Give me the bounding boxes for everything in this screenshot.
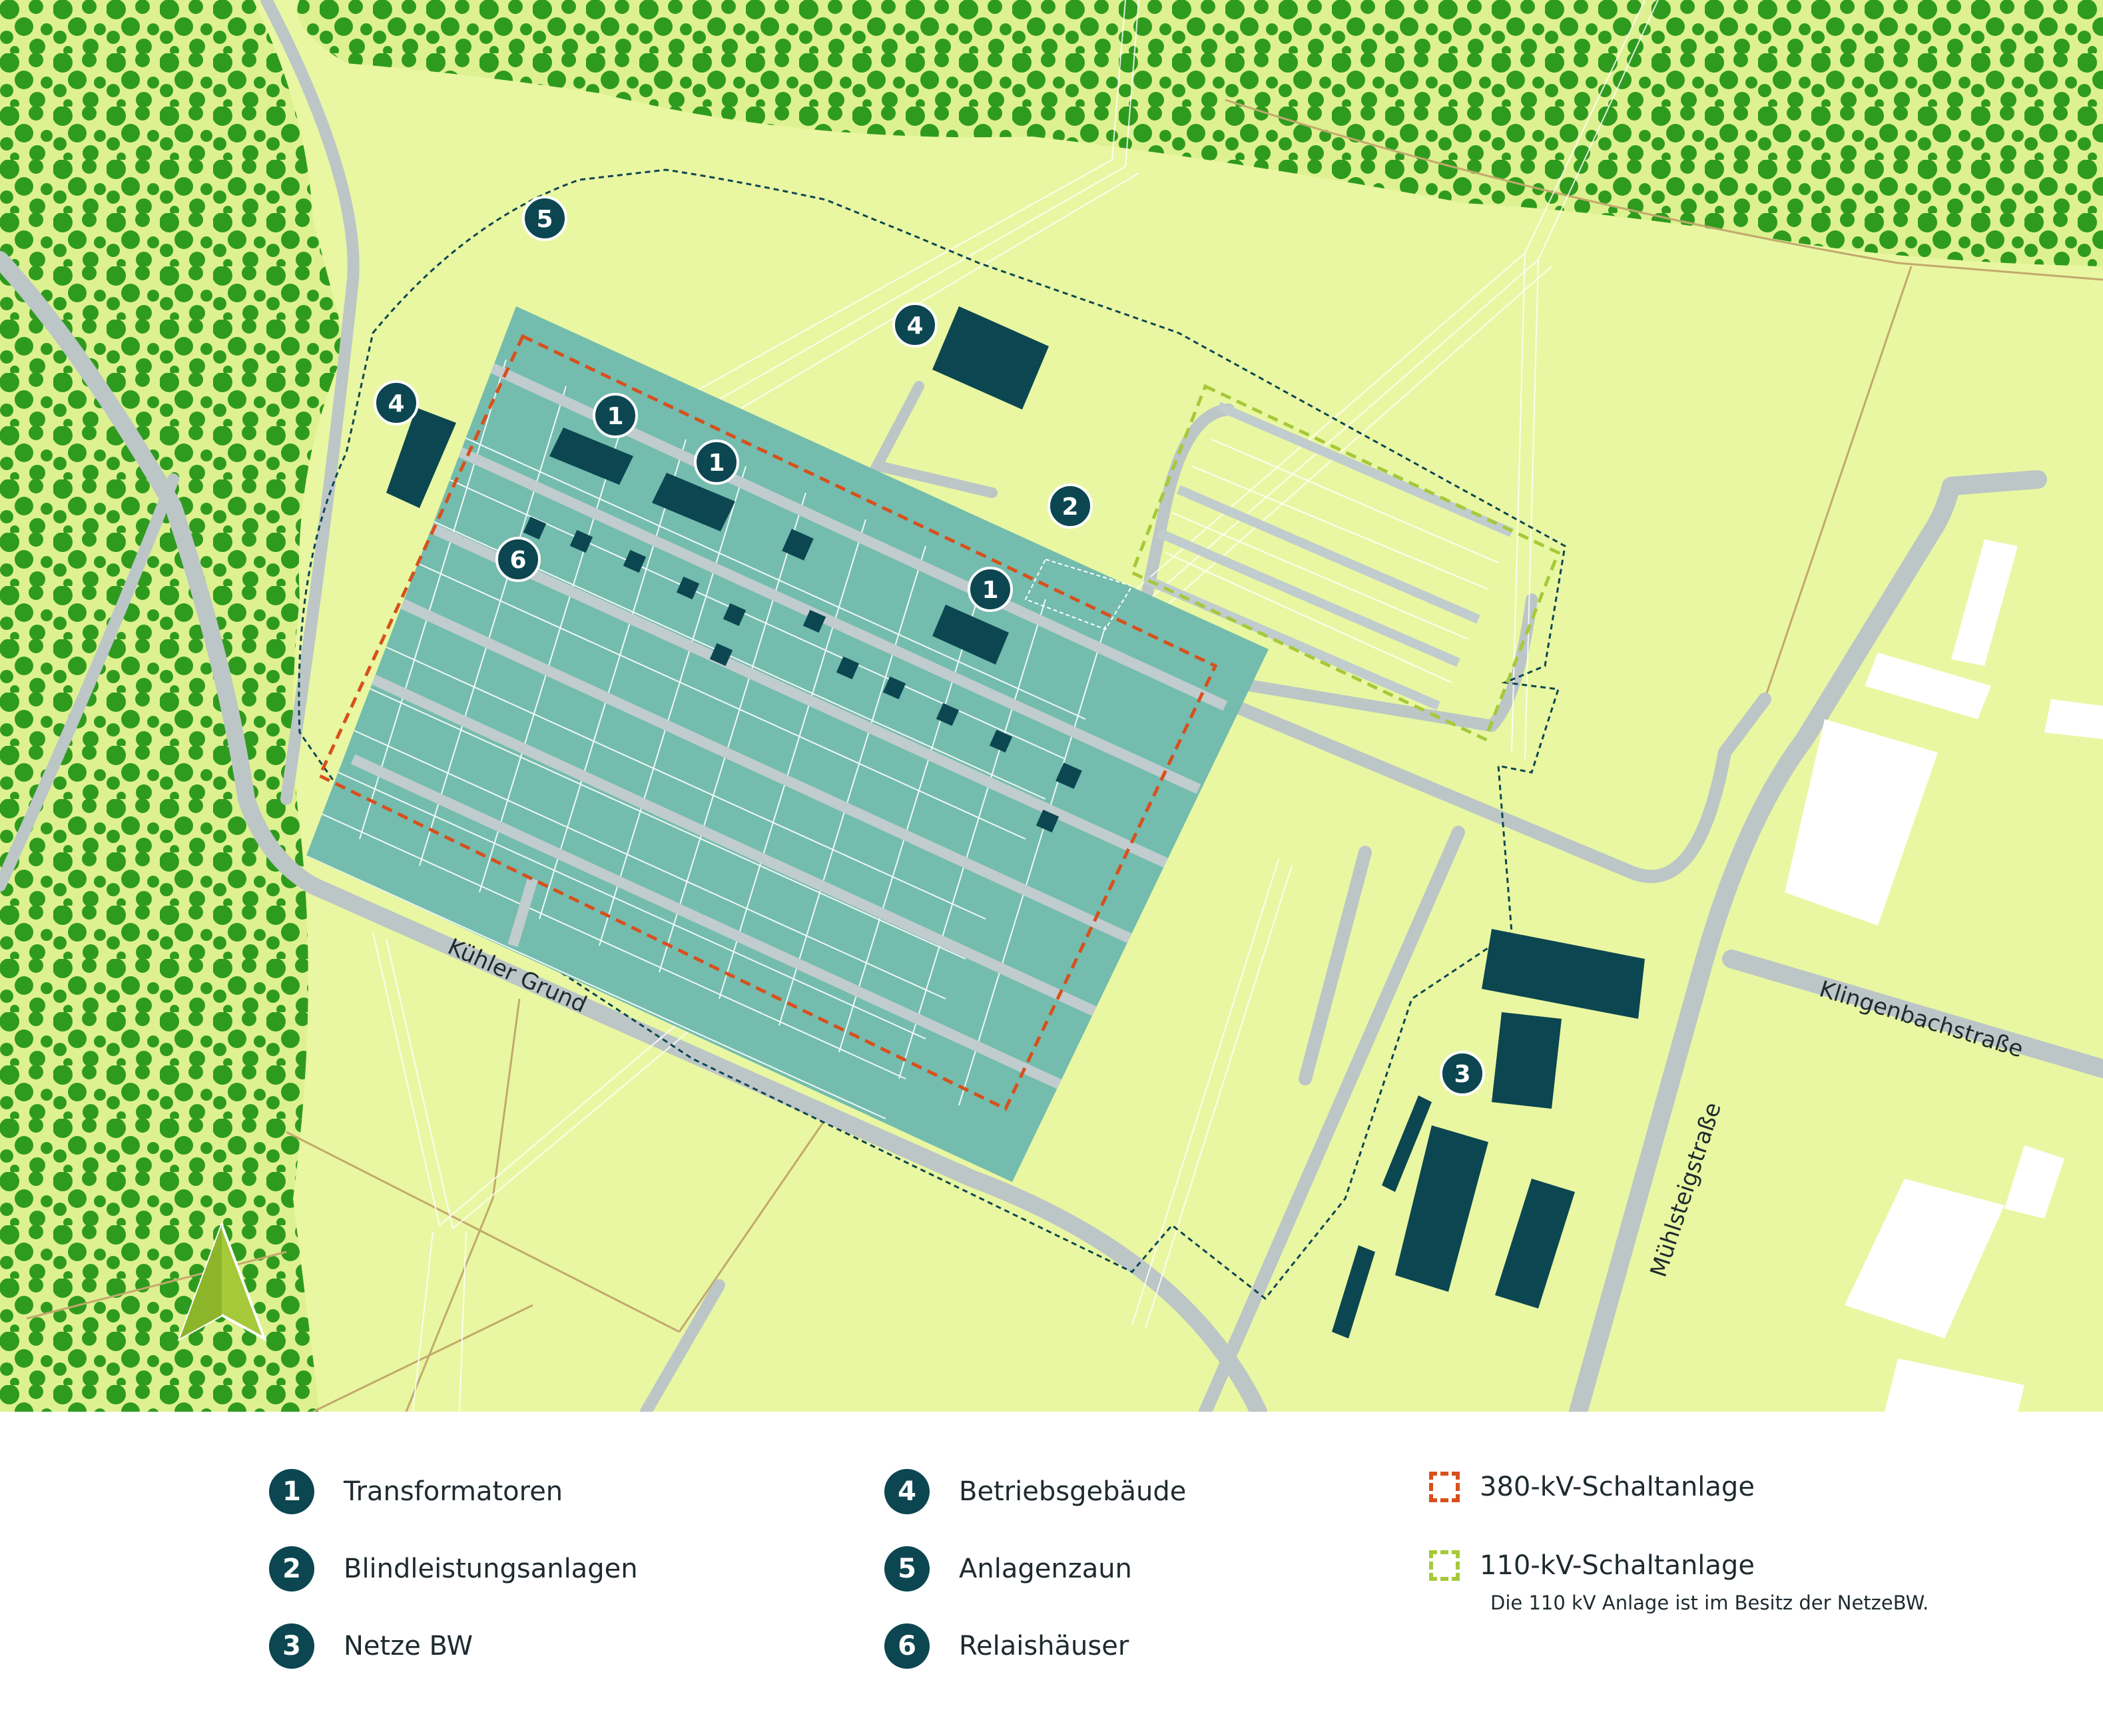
road-mid-west [640,1279,725,1412]
netze-bw-building-2 [1492,1012,1562,1109]
netze-bw-building-5 [1495,1179,1575,1308]
svg-text:3: 3 [1454,1061,1470,1088]
legend-label: Anlagenzaun [959,1554,1132,1584]
field-lines [26,99,2103,1412]
road-kuehler-grund [0,251,1267,1412]
map-marker-1a: 1 [593,393,638,438]
transformers [549,428,1009,665]
operations-building-north [932,306,1049,410]
map-marker-6: 6 [495,537,541,582]
road-west-secondary [0,473,179,892]
legend-number-badge: 3 [269,1623,314,1669]
svg-text:1: 1 [708,449,725,477]
svg-text:4: 4 [388,390,404,418]
buildings [386,306,1645,1338]
transformer-1b [652,473,735,531]
transformer-1a [549,428,633,485]
map-marker-1b: 1 [694,439,739,485]
map-markers: 1 1 1 2 3 4 4 5 6 [374,196,1485,1096]
legend-label: Blindleistungsanlagen [344,1554,638,1584]
netze-bw-building-3 [1382,1095,1432,1192]
road-klingenbachstrasse [1722,950,2103,1078]
svg-text:1: 1 [982,577,998,604]
legend-label: Transformatoren [344,1476,563,1507]
legend-number-badge: 4 [884,1469,930,1514]
map-marker-3: 3 [1440,1051,1485,1096]
svg-text:4: 4 [906,312,923,340]
map-marker-1c: 1 [968,567,1013,612]
transformer-1c [932,605,1009,665]
road-south-east-b [1299,846,1372,1085]
road-network [0,0,2103,1412]
svg-text:2: 2 [1061,493,1078,521]
map-legend: 1 Transformatoren 2 Blindleistungsanlage… [0,1412,2103,1736]
legend-item-netze-bw: 3 Netze BW [269,1623,473,1669]
legend-label: 110-kV-Schaltanlage [1480,1550,1755,1581]
svg-text:1: 1 [607,403,623,430]
road-south-east-a [1199,826,1465,1412]
netze-bw-building-6 [1332,1245,1375,1338]
forest-north [297,0,2103,266]
road-muehlsteigstrasse [1569,470,2047,1412]
boundary-110kv [1129,384,1561,742]
legend-item-anlagenzaun: 5 Anlagenzaun [884,1546,1132,1591]
north-arrow-icon [177,1221,267,1342]
legend-number-badge: 6 [884,1623,930,1669]
map-marker-4a: 4 [892,302,938,348]
svg-text:5: 5 [536,206,553,233]
reactive-power-area [1024,558,1133,631]
netze-bw-building-4 [1395,1125,1488,1292]
legend-label: Relaishäuser [959,1631,1129,1661]
legend-number-badge: 2 [269,1546,314,1591]
road-east-connector [1212,693,1771,884]
netze-bw-building-1 [1482,929,1645,1019]
legend-item-blindleistungsanlagen: 2 Blindleistungsanlagen [269,1546,638,1591]
boundary-110kv-swatch [1429,1550,1460,1581]
site-380kv-area [306,306,1269,1182]
neighbour-buildings [1785,539,2103,1412]
legend-label: Betriebsgebäude [959,1476,1187,1507]
map-marker-5: 5 [522,196,567,241]
legend-item-transformatoren: 1 Transformatoren [269,1469,563,1514]
site-map: Kühler Grund Klingenbachstraße Mühlsteig… [0,0,2103,1412]
legend-item-relaishaeuser: 6 Relaishäuser [884,1623,1129,1669]
map-marker-4b: 4 [374,380,419,426]
legend-number-badge: 1 [269,1469,314,1514]
boundary-380kv-swatch [1429,1472,1460,1502]
legend-item-380kv: 380-kV-Schaltanlage [1429,1472,1755,1502]
site-380kv-detail [306,348,1228,1119]
operations-building-west [386,408,456,508]
legend-label: 380-kV-Schaltanlage [1480,1472,1755,1502]
legend-label: Netze BW [344,1631,473,1661]
site-110kv [1129,384,1561,742]
legend-number-badge: 5 [884,1546,930,1591]
boundary-380kv [317,334,1218,1111]
legend-item-110kv: 110-kV-Schaltanlage [1429,1550,1755,1581]
legend-item-betriebsgebaeude: 4 Betriebsgebäude [884,1469,1186,1514]
road-west-access [260,0,360,805]
forest-west [0,0,346,1412]
svg-text:6: 6 [509,547,526,574]
map-marker-2: 2 [1048,483,1093,529]
legend-note-110kv: Die 110 kV Anlage ist im Besitz der Netz… [1490,1591,1929,1614]
